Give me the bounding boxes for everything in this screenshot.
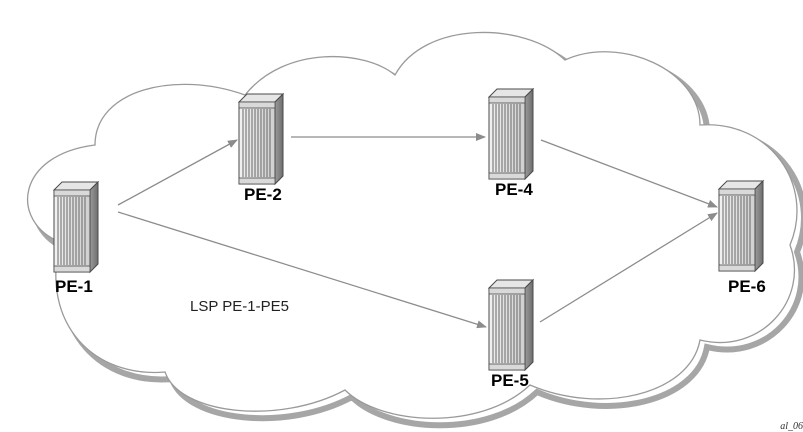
figure-id: al_06: [780, 421, 803, 432]
router-icon-pe2: [238, 93, 284, 185]
node-label-pe6: PE-6: [728, 277, 766, 296]
router-icon-pe1: [53, 181, 99, 273]
lsp-label: LSP PE-1-PE5: [190, 298, 289, 315]
link-pe1-pe5: [117, 211, 487, 329]
router-icon-pe6: [718, 180, 764, 272]
router-icon-pe4: [488, 88, 534, 180]
router-icon-pe5: [488, 279, 534, 371]
links: [117, 133, 718, 329]
link-pe5-pe6: [539, 212, 718, 323]
node-label-pe4: PE-4: [495, 180, 533, 199]
link-pe1-pe2: [117, 139, 238, 206]
node-label-pe5: PE-5: [491, 371, 529, 390]
node-label-pe2: PE-2: [244, 185, 282, 204]
node-label-pe1: PE-1: [55, 277, 93, 296]
link-pe4-pe6: [540, 139, 718, 208]
cloud-outline: [27, 31, 798, 419]
